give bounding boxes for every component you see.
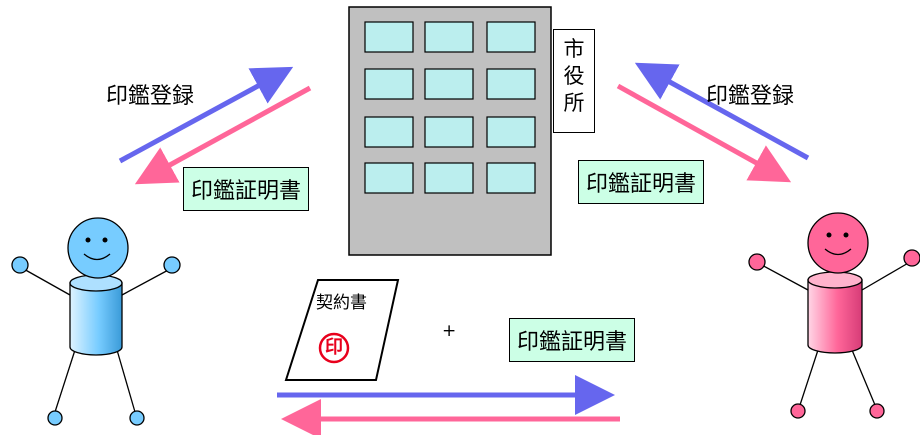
city-hall-building — [348, 6, 552, 256]
contract-document — [284, 279, 400, 381]
registration-label-left: 印鑑登録 — [106, 84, 195, 109]
seal-label: 印 — [325, 337, 343, 358]
certificate-box-left: 印鑑証明書 — [183, 167, 310, 211]
certificate-box-bottom: 印鑑証明書 — [509, 318, 636, 362]
city-hall-sign: 市 役 所 — [553, 29, 595, 133]
registration-label-right: 印鑑登録 — [706, 84, 795, 109]
person-right — [748, 212, 920, 419]
plus-sign: + — [442, 321, 457, 341]
registration-arrow-left — [118, 66, 294, 164]
seal-stamp — [318, 332, 350, 364]
certificate-arrow-left — [134, 85, 312, 185]
building-windows — [364, 21, 536, 194]
city-hall-sign-char-1: 市 — [563, 37, 585, 61]
certificate-box-right: 印鑑証明書 — [578, 160, 705, 204]
city-hall-sign-char-3: 所 — [563, 91, 585, 115]
contract-title: 契約書 — [316, 293, 367, 313]
person-left — [11, 217, 181, 426]
registration-arrow-right — [634, 62, 810, 161]
certificate-arrow-right — [616, 83, 792, 183]
city-hall-sign-char-2: 役 — [563, 64, 585, 88]
